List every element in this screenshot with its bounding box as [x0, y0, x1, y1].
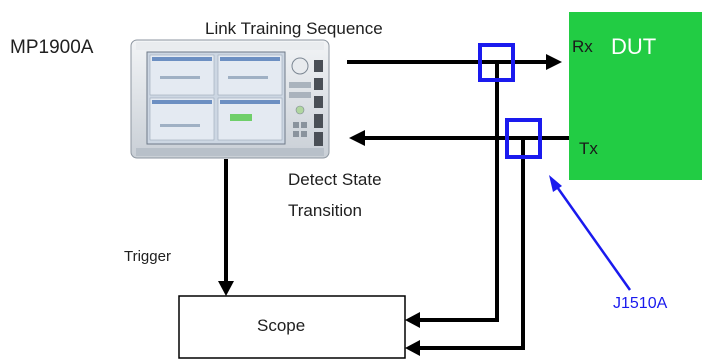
- trigger-arrowhead: [218, 281, 234, 296]
- detect-state-label-line1: Detect State: [288, 170, 382, 189]
- probe-box-rx: [478, 43, 515, 82]
- scope-box: [178, 295, 406, 359]
- detect-state-label-line2: Transition: [288, 201, 363, 220]
- dut-rx-label: Rx: [572, 37, 593, 56]
- probe-pointer-arrow: [553, 183, 632, 291]
- probe2-tap-arrowhead: [405, 340, 420, 356]
- link-training-label: Link Training Sequence: [205, 19, 383, 38]
- probe2-tap-line: [418, 138, 525, 350]
- dut-title: DUT: [611, 34, 657, 59]
- link-training-arrowhead: [546, 54, 562, 70]
- probe1-tap-line: [418, 62, 499, 322]
- probe-box-tx: [505, 118, 542, 159]
- mp1900a-instrument: [130, 39, 330, 159]
- scope-label: Scope: [257, 316, 306, 335]
- detect-state-arrowhead: [349, 130, 365, 146]
- dut-block: [569, 12, 702, 180]
- trigger-label: Trigger: [124, 248, 171, 265]
- dut-tx-label: Tx: [579, 139, 598, 158]
- probe1-tap-arrowhead: [405, 312, 420, 328]
- probe-label: J1510A: [613, 295, 668, 312]
- probe-pointer-arrowhead: [549, 175, 562, 192]
- instrument-label: MP1900A: [10, 37, 94, 58]
